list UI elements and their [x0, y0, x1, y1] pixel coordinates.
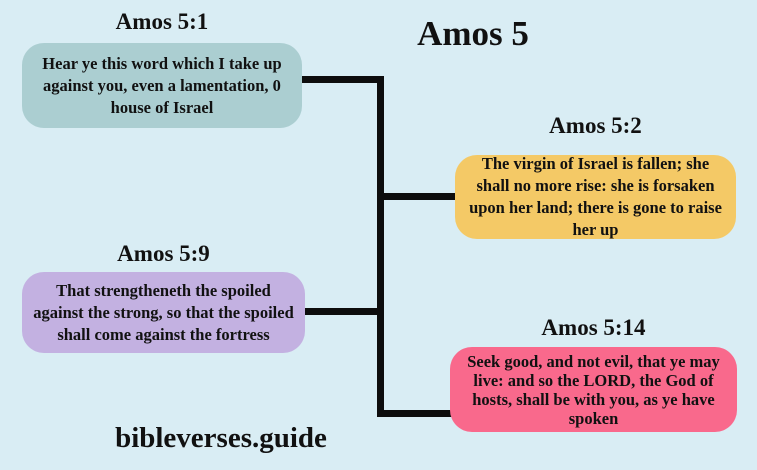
verse-box-amos-5-2: The virgin of Israel is fallen; she shal… — [455, 154, 736, 239]
connector-branch-amos-5-14 — [377, 410, 456, 417]
connector-branch-amos-5-1 — [298, 76, 384, 83]
verse-reference-amos-5-2: Amos 5:2 — [549, 113, 642, 138]
verse-box-amos-5-14: Seek good, and not evil, that ye may liv… — [450, 347, 737, 432]
site-watermark: bibleverses.guide — [115, 422, 327, 454]
verse-text-amos-5-14: Seek good, and not evil, that ye may liv… — [467, 351, 720, 428]
verse-text-amos-5-1: Hear ye this word which I take up agains… — [42, 53, 282, 117]
verse-text-amos-5-2: The virgin of Israel is fallen; she shal… — [469, 154, 722, 239]
verse-text-amos-5-9: That strengtheneth the spoiled against t… — [33, 280, 294, 344]
verse-box-amos-5-9: That strengtheneth the spoiled against t… — [22, 272, 305, 353]
page-title: Amos 5 — [417, 14, 529, 53]
verse-reference-amos-5-9: Amos 5:9 — [117, 241, 210, 266]
verse-reference-amos-5-14: Amos 5:14 — [541, 315, 646, 340]
connector-trunk-line — [377, 76, 384, 417]
verse-box-amos-5-1: Hear ye this word which I take up agains… — [22, 43, 302, 128]
connector-branch-amos-5-2 — [377, 193, 461, 200]
connector-branch-amos-5-9 — [301, 308, 384, 315]
verse-reference-amos-5-1: Amos 5:1 — [115, 9, 209, 34]
